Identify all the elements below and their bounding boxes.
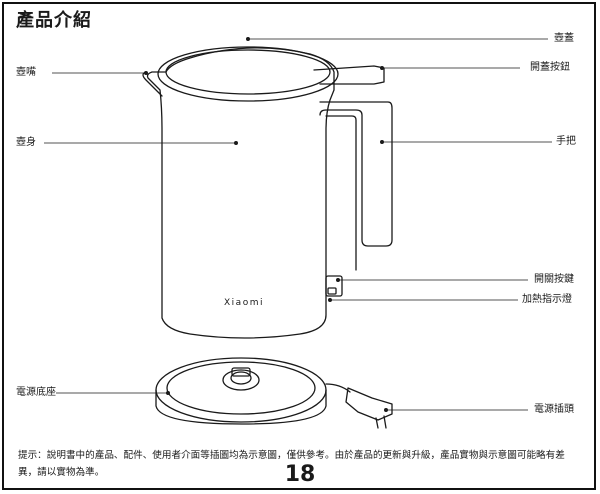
lid-button-shape	[313, 65, 385, 85]
label-spout: 壺嘴	[16, 67, 36, 78]
label-switch: 開關按鍵	[534, 274, 574, 285]
label-lid: 壺蓋	[554, 33, 574, 44]
brand-logo: Xiaomi	[224, 298, 264, 308]
lid-shape	[157, 46, 339, 102]
page-number: 18	[284, 462, 316, 487]
label-base: 電源底座	[16, 387, 56, 398]
spout-shape	[142, 71, 163, 97]
power-cord	[325, 383, 351, 393]
label-handle: 手把	[556, 136, 576, 147]
base-connector	[222, 369, 260, 391]
disclaimer-note: 提示：說明書中的產品、配件、使用者介面等插圖均為示意圖，僅供參考。由於產品的更新…	[18, 450, 565, 478]
page-border	[2, 2, 596, 490]
handle-shape	[319, 101, 393, 247]
handle-inner	[325, 115, 357, 271]
label-indicator: 加熱指示燈	[522, 294, 572, 305]
kettle-body-shape	[146, 47, 335, 339]
label-lid-button: 開蓋按鈕	[530, 62, 570, 73]
label-plug: 電源插頭	[534, 404, 574, 415]
power-plug-shape	[345, 387, 393, 421]
label-body: 壺身	[16, 137, 36, 148]
page-title: 產品介紹	[16, 10, 92, 31]
base-shape	[155, 389, 327, 425]
switch-shape	[325, 275, 343, 297]
